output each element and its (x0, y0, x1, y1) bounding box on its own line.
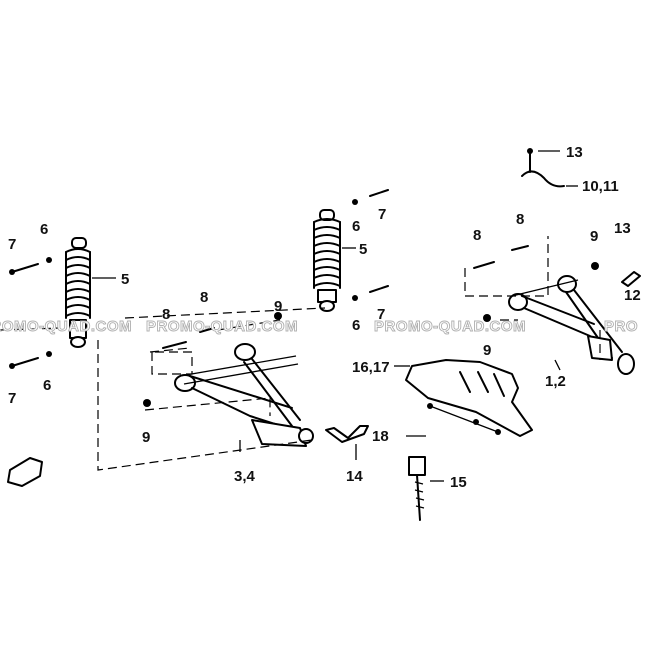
callout-14: 14 (346, 468, 363, 485)
callout-7-middle-bottom: 7 (377, 306, 385, 323)
callout-6-top-left: 6 (40, 221, 48, 238)
middle-a-arm (174, 343, 314, 447)
callout-8-middle: 8 (200, 289, 208, 306)
callout-7-middle-top: 7 (378, 206, 386, 223)
callout-labels: 7 6 5 6 7 8 8 9 9 3,4 14 6 7 5 6 7 13 10… (8, 144, 641, 491)
callout-5-left: 5 (121, 271, 129, 288)
callout-18: 18 (372, 428, 389, 445)
callout-12: 12 (624, 287, 641, 304)
callout-15: 15 (450, 474, 467, 491)
callout-8-middle-left: 8 (162, 306, 170, 323)
callout-16-17: 16,17 (352, 359, 390, 376)
callout-3-4: 3,4 (234, 468, 256, 485)
callout-6-middle-top: 6 (352, 218, 360, 235)
right-a-arm-bolts (473, 148, 641, 322)
watermark-text: PROMO-QUAD.COM (0, 318, 132, 335)
bracket-14 (325, 425, 369, 443)
middle-shock-absorber (313, 209, 341, 312)
assembly-dashed-lines (0, 236, 601, 471)
left-shock-bolts (9, 257, 52, 369)
right-a-arm (508, 275, 635, 375)
callout-1-2: 1,2 (545, 373, 566, 390)
callout-9-middle: 9 (274, 298, 282, 315)
callout-9-middle-left: 9 (142, 429, 150, 446)
long-bolt-15 (408, 456, 426, 521)
callout-6-bottom-left: 6 (43, 377, 51, 394)
callout-8-right-left: 8 (473, 227, 481, 244)
callout-5-middle: 5 (359, 241, 367, 258)
watermark: PROMO-QUAD.COM PROMO-QUAD.COM PROMO-QUAD… (0, 318, 638, 336)
left-bracket (7, 457, 43, 487)
callout-7-top-left: 7 (8, 236, 16, 253)
middle-shock-bolts (352, 189, 389, 301)
callout-13-right: 13 (614, 220, 631, 237)
callout-6-middle-bottom: 6 (352, 317, 360, 334)
callout-9-right-bottom: 9 (483, 342, 491, 359)
callout-10-11: 10,11 (582, 178, 619, 195)
callout-8-right: 8 (516, 211, 524, 228)
skid-plate (405, 359, 533, 437)
callout-9-right-top: 9 (590, 228, 598, 245)
watermark-text: PROMO-QUAD.COM (374, 318, 526, 335)
watermark-text: PRO (604, 318, 638, 335)
callout-13-top: 13 (566, 144, 583, 161)
left-shock-absorber (65, 237, 91, 348)
watermark-text: PROMO-QUAD.COM (146, 318, 298, 335)
leader-lines (92, 150, 578, 482)
middle-a-arm-bolts (143, 312, 282, 407)
callout-7-bottom-left: 7 (8, 390, 16, 407)
